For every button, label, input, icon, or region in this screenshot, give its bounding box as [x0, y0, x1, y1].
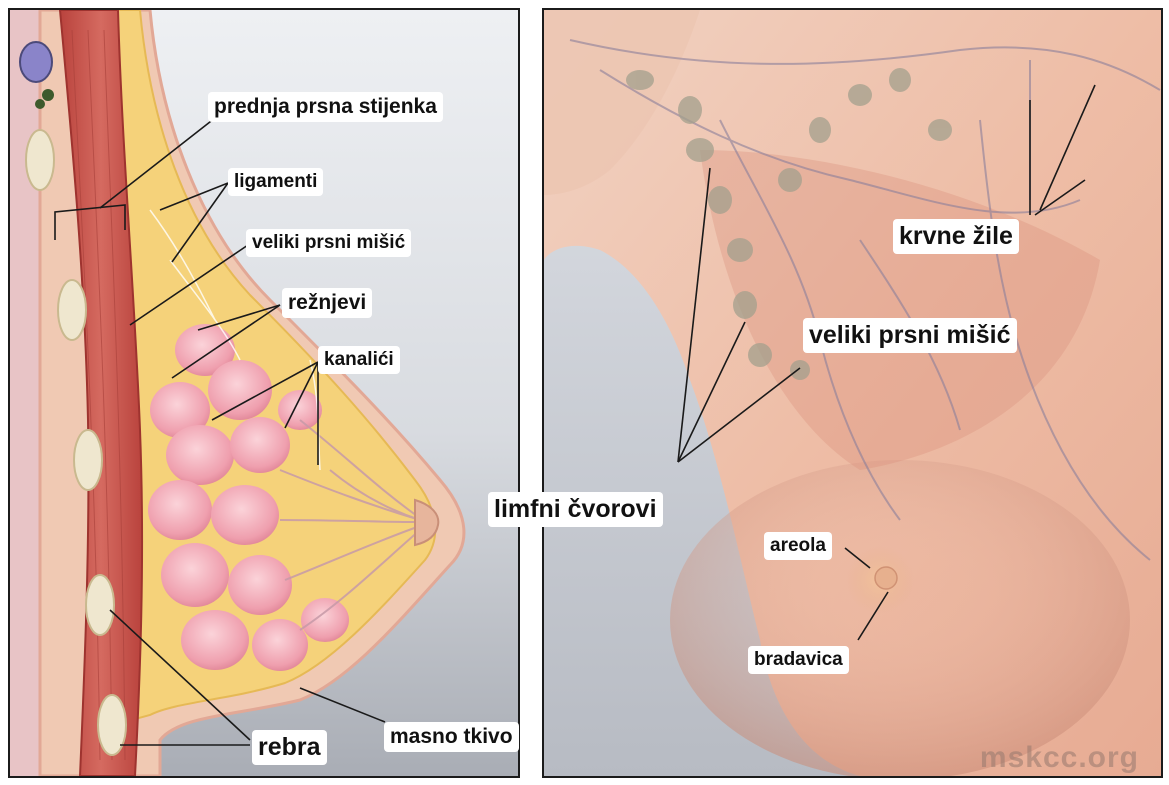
- label-ligaments: ligamenti: [228, 168, 323, 196]
- left-panel-frame: [8, 8, 520, 778]
- label-pectoral-muscle-right: veliki prsni mišić: [803, 318, 1017, 353]
- label-lobes: režnjevi: [282, 288, 372, 318]
- label-lymph-nodes: limfni čvorovi: [488, 492, 663, 527]
- label-blood-vessels: krvne žile: [893, 219, 1019, 254]
- label-pectoral-muscle-left: veliki prsni mišić: [246, 229, 411, 257]
- label-areola: areola: [764, 532, 832, 560]
- label-nipple: bradavica: [748, 646, 849, 674]
- label-fatty-tissue: masno tkivo: [384, 722, 519, 752]
- watermark: mskcc.org: [980, 741, 1139, 775]
- label-ribs: rebra: [252, 730, 327, 765]
- label-chest-wall: prednja prsna stijenka: [208, 92, 443, 122]
- right-panel-frame: [542, 8, 1163, 778]
- label-ducts: kanalići: [318, 346, 400, 374]
